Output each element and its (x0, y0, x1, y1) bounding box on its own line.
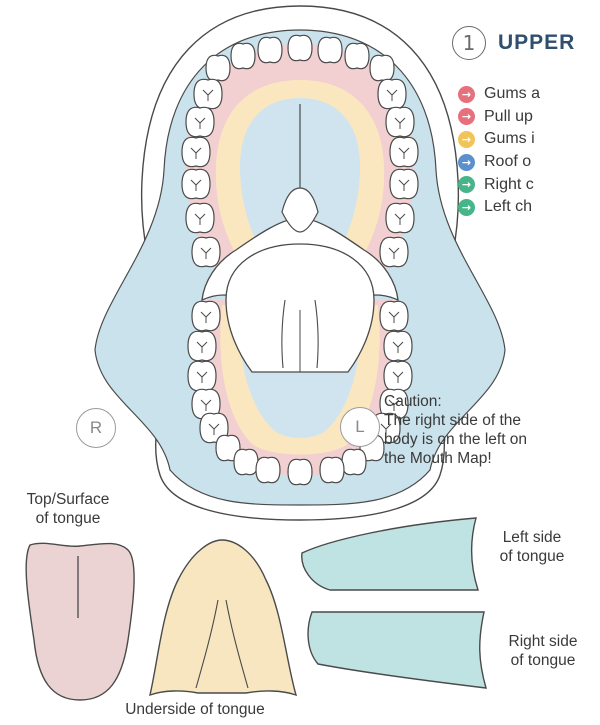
right-side-marker: R (76, 408, 116, 448)
label-line: Right side (490, 632, 596, 651)
legend-item: → Gums a (458, 83, 540, 106)
label-line: Top/Surface (4, 490, 132, 509)
legend-label: Pull up (484, 108, 533, 126)
legend-item: → Gums i (458, 128, 540, 151)
legend-item: → Roof o (458, 151, 540, 174)
label-underside: Underside of tongue (100, 700, 290, 719)
caution-line: body is on the left on (384, 430, 527, 449)
tongue-left-side-illustration (302, 518, 478, 590)
section-heading: 1 UPPER (452, 26, 575, 60)
arrow-right-icon: → (458, 86, 475, 103)
tongue-top-illustration (26, 543, 134, 700)
legend-list: → Gums a → Pull up → Gums i → Roof o → R… (458, 83, 540, 219)
arrow-right-icon: → (458, 108, 475, 125)
label-left-side: Left side of tongue (480, 528, 584, 566)
label-line: Left side (480, 528, 584, 547)
legend-label: Gums i (484, 130, 535, 148)
arrow-right-icon: → (458, 199, 475, 216)
label-top-surface: Top/Surface of tongue (4, 490, 132, 528)
legend-item: → Pull up (458, 106, 540, 129)
caution-line: the Mouth Map! (384, 449, 527, 468)
arrow-right-icon: → (458, 131, 475, 148)
legend-label: Roof o (484, 153, 531, 171)
arrow-right-icon: → (458, 176, 475, 193)
legend-label: Left ch (484, 198, 532, 216)
caution-note: Caution: The right side of the body is o… (384, 392, 527, 468)
left-side-marker: L (340, 407, 380, 447)
label-line: of tongue (480, 547, 584, 566)
section-title: UPPER (498, 31, 575, 55)
arrow-right-icon: → (458, 154, 475, 171)
tongue-right-side-illustration (308, 612, 486, 688)
label-line: of tongue (4, 509, 132, 528)
legend-label: Right c (484, 176, 534, 194)
label-right-side: Right side of tongue (490, 632, 596, 670)
caution-line: Caution: (384, 392, 527, 411)
tongue-underside-illustration (150, 540, 296, 695)
legend-item: → Left ch (458, 196, 540, 219)
caution-line: The right side of the (384, 411, 527, 430)
label-line: of tongue (490, 651, 596, 670)
section-number-badge: 1 (452, 26, 486, 60)
legend-item: → Right c (458, 173, 540, 196)
legend-label: Gums a (484, 85, 540, 103)
